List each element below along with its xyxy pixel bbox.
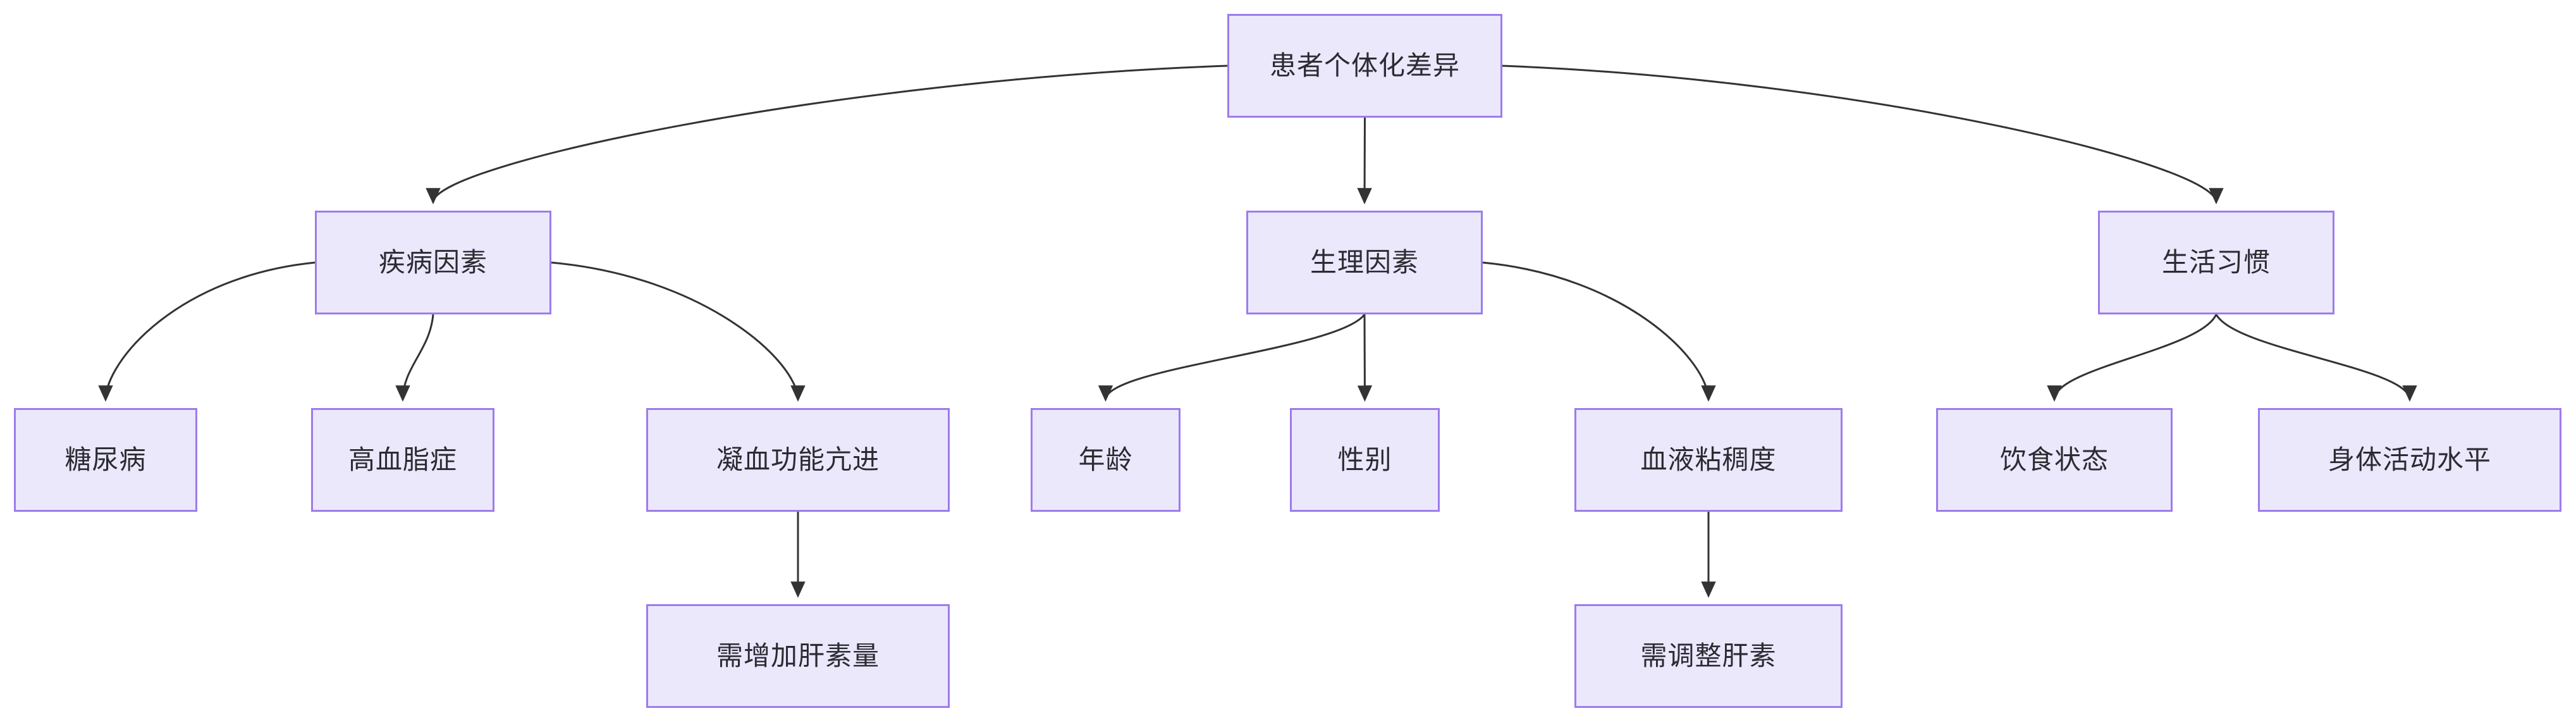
edge-disease-to-hypercoag (551, 261, 806, 402)
node-label-adjheparin: 需调整肝素 (1640, 640, 1777, 671)
edge-lifestyle-to-diet (2047, 314, 2217, 402)
edge-lifestyle-to-activity (2215, 314, 2417, 402)
node-label-age: 年龄 (1078, 443, 1133, 475)
node-hypercoag[interactable]: 凝血功能亢进 (646, 408, 950, 512)
node-diet[interactable]: 饮食状态 (1936, 408, 2173, 512)
edge-disease-to-diabetes (98, 261, 316, 402)
node-label-physio: 生理因素 (1309, 246, 1419, 278)
node-label-lifestyle: 生活习惯 (2161, 246, 2271, 278)
edge-root-to-disease (426, 65, 1228, 204)
edge-physio-to-viscosity (1482, 261, 1716, 402)
node-hyperlip[interactable]: 高血脂症 (311, 408, 494, 512)
node-label-hyperlip: 高血脂症 (348, 443, 457, 475)
node-label-hypercoag: 凝血功能亢进 (716, 443, 880, 475)
node-disease[interactable]: 疾病因素 (315, 211, 551, 314)
node-root[interactable]: 患者个体化差异 (1227, 14, 1502, 118)
node-viscosity[interactable]: 血液粘稠度 (1574, 408, 1843, 512)
node-label-activity: 身体活动水平 (2328, 443, 2491, 475)
node-activity[interactable]: 身体活动水平 (2258, 408, 2561, 512)
node-label-root: 患者个体化差异 (1269, 49, 1460, 81)
node-physio[interactable]: 生理因素 (1246, 211, 1483, 314)
edge-physio-to-age (1098, 314, 1366, 402)
node-lifestyle[interactable]: 生活习惯 (2098, 211, 2334, 314)
node-age[interactable]: 年龄 (1031, 408, 1181, 512)
node-label-gender: 性别 (1337, 443, 1392, 475)
node-adjheparin[interactable]: 需调整肝素 (1574, 604, 1843, 708)
node-label-viscosity: 血液粘稠度 (1640, 443, 1777, 475)
node-label-disease: 疾病因素 (378, 246, 488, 278)
edge-disease-to-hyperlip (395, 314, 434, 402)
edge-root-to-lifestyle (1502, 65, 2224, 204)
node-label-diabetes: 糖尿病 (64, 443, 147, 475)
node-label-diet: 饮食状态 (1999, 443, 2109, 475)
node-label-moreheparin: 需增加肝素量 (716, 640, 880, 671)
node-moreheparin[interactable]: 需增加肝素量 (646, 604, 950, 708)
node-gender[interactable]: 性别 (1290, 408, 1440, 512)
node-diabetes[interactable]: 糖尿病 (14, 408, 197, 512)
